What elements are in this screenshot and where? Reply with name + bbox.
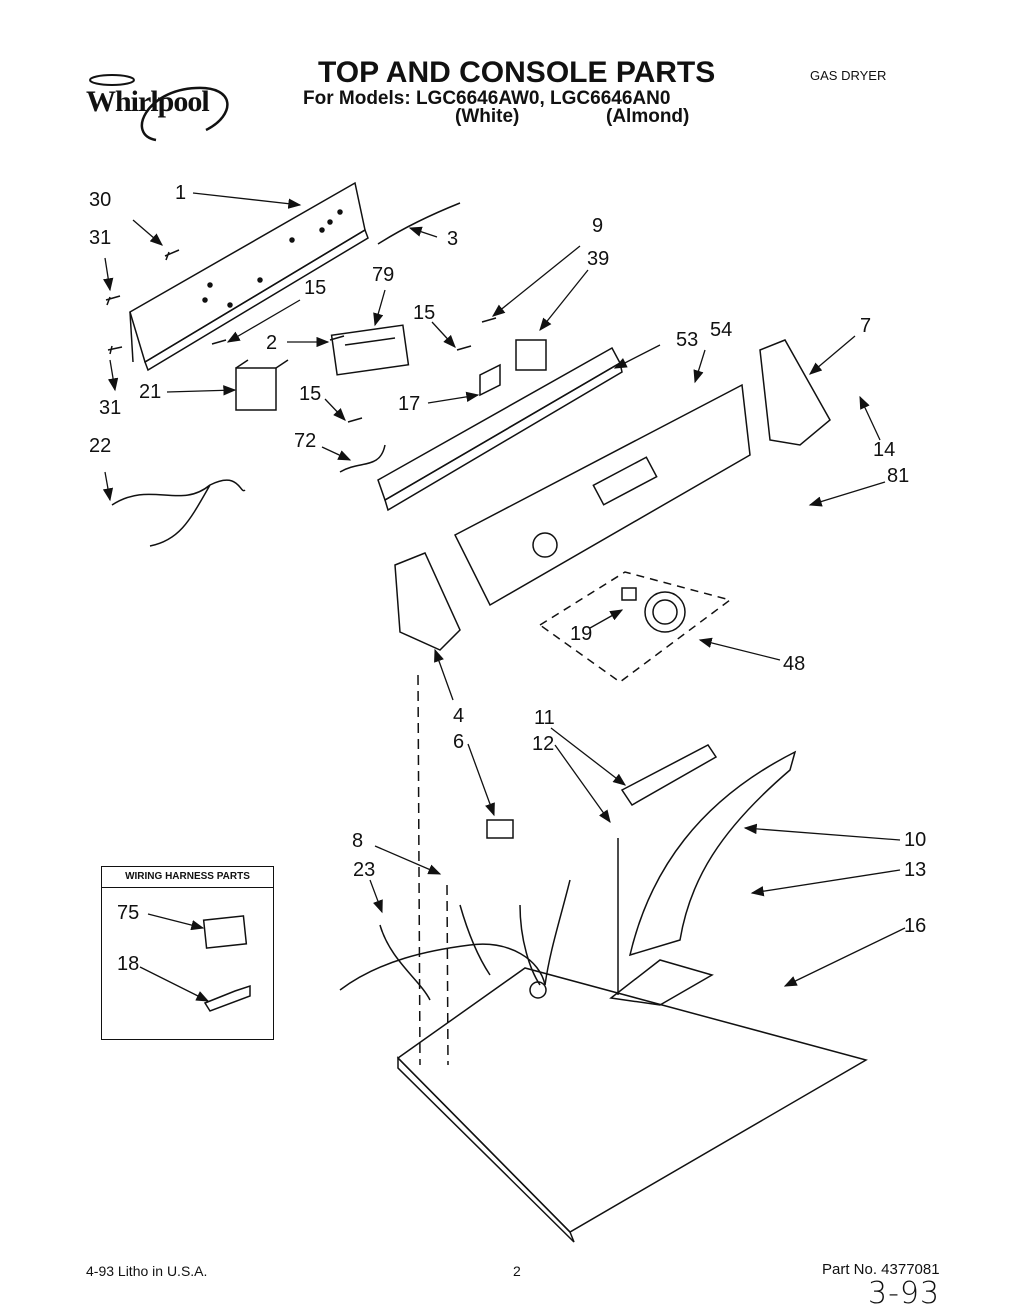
color-almond-label: (Almond): [606, 106, 690, 127]
callout-4: 4: [453, 705, 465, 727]
wire-3: [377, 202, 461, 245]
handwritten-date: 3-93: [868, 1276, 941, 1311]
callout-21: 21: [139, 381, 162, 403]
callout-23: 23: [353, 859, 376, 881]
callout-19: 19: [570, 623, 593, 645]
callout-48: 48: [783, 653, 806, 675]
callout-18: 18: [117, 953, 140, 975]
logo-swoosh-icon: [89, 74, 229, 142]
wiring-harness-box: WIRING HARNESS PARTS: [101, 866, 274, 1040]
callout-54: 54: [710, 319, 733, 341]
callout-16: 16: [904, 915, 927, 937]
appliance-type: GAS DRYER: [810, 68, 887, 83]
callout-15: 15: [413, 302, 436, 324]
footer-page-number: 2: [513, 1263, 521, 1279]
callout-79: 79: [372, 264, 395, 286]
callout-72: 72: [294, 430, 317, 452]
models-line: For Models: LGC6646AW0, LGC6646AN0: [303, 88, 671, 109]
callout-2: 2: [266, 332, 278, 354]
callout-17: 17: [398, 393, 421, 415]
callout-15: 15: [299, 383, 322, 405]
callout-1: 1: [175, 182, 187, 204]
callout-75: 75: [117, 902, 140, 924]
callout-11: 11: [534, 707, 555, 729]
rear-panel-part: [129, 181, 369, 372]
callout-30: 30: [89, 189, 112, 211]
callout-7: 7: [860, 315, 872, 337]
callout-53: 53: [676, 329, 699, 351]
callout-10: 10: [904, 829, 927, 851]
page-title: TOP AND CONSOLE PARTS: [318, 56, 716, 89]
callout-6: 6: [453, 731, 465, 753]
callout-13: 13: [904, 859, 927, 881]
footer-litho: 4-93 Litho in U.S.A.: [86, 1263, 208, 1279]
callout-39: 39: [587, 248, 610, 270]
whirlpool-logo: Whirlpool: [86, 70, 256, 160]
brand-wordmark: Whirlpool: [86, 85, 210, 118]
callout-12: 12: [532, 733, 555, 755]
color-white-label: (White): [455, 106, 520, 127]
callout-31: 31: [89, 227, 112, 249]
callout-15: 15: [304, 277, 327, 299]
callout-9: 9: [592, 215, 604, 237]
callout-31: 31: [99, 397, 122, 419]
callout-14: 14: [873, 439, 896, 461]
callout-81: 81: [887, 465, 910, 487]
footer-part-number: Part No. 4377081: [822, 1261, 940, 1278]
wiring-harness-title: WIRING HARNESS PARTS: [102, 867, 273, 888]
callout-3: 3: [447, 228, 459, 250]
callout-8: 8: [352, 830, 364, 852]
callout-22: 22: [89, 435, 112, 457]
